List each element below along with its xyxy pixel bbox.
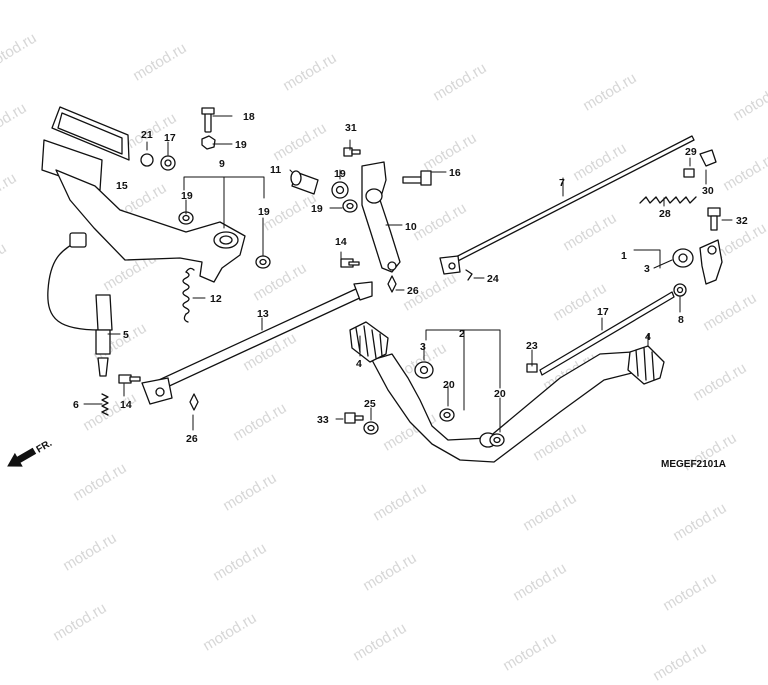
part-tie-rod-17 xyxy=(539,291,675,376)
part-bolt-32 xyxy=(707,207,721,231)
part-washer-20a xyxy=(439,408,455,422)
part-shift-pedal-2 xyxy=(371,351,637,463)
callout-26b: 26 xyxy=(186,433,198,445)
callout-14b: 14 xyxy=(335,236,347,248)
callout-24: 25 xyxy=(364,398,376,410)
callout-3b: 3 xyxy=(420,341,426,353)
callout-2: 2 xyxy=(459,328,465,340)
part-nut-22 xyxy=(201,135,216,150)
callout-labels: 18 19 21 17 9 19 19 15 12 5 6 14 13 26 1… xyxy=(73,111,748,445)
callout-13: 13 xyxy=(257,308,269,320)
part-bolt-14b xyxy=(340,258,360,268)
part-pin-26a xyxy=(387,275,397,293)
callout-15: 15 xyxy=(116,180,128,192)
part-washer-19c xyxy=(331,181,349,199)
callout-16: 17 xyxy=(164,132,176,144)
watermark-text: motod.ru xyxy=(500,629,560,675)
callout-4a: 4 xyxy=(356,358,362,370)
callout-6: 6 xyxy=(73,399,79,411)
callout-26a: 26 xyxy=(407,285,419,297)
part-clip-25 xyxy=(465,269,473,281)
callout-28: 28 xyxy=(659,208,671,220)
watermark-text: motod.ru xyxy=(650,639,710,685)
part-pin-12 xyxy=(290,170,319,195)
callout-25: 24 xyxy=(487,273,499,285)
callout-11: 12 xyxy=(210,293,222,305)
callout-19c: 19 xyxy=(334,168,346,180)
callout-4b: 4 xyxy=(645,331,651,343)
part-nut-30 xyxy=(699,149,717,167)
part-washer-16 xyxy=(160,155,176,171)
part-peg-rubber-4a xyxy=(349,321,389,363)
callout-9: 9 xyxy=(219,158,225,170)
part-spring-11 xyxy=(182,267,195,323)
part-joint-3b xyxy=(414,361,434,379)
part-spring-28 xyxy=(639,196,697,204)
callout-20a: 20 xyxy=(443,379,455,391)
part-spring-6 xyxy=(101,393,109,416)
part-rod-7 xyxy=(439,135,695,275)
part-washer-20b xyxy=(489,433,505,447)
part-bolt-33 xyxy=(344,412,364,424)
callout-19b: 19 xyxy=(258,206,270,218)
callout-5: 5 xyxy=(123,329,129,341)
callout-3a: 3 xyxy=(644,263,650,275)
part-bolt-14a xyxy=(118,374,141,384)
callout-18: 16 xyxy=(449,167,461,179)
part-bolt-18 xyxy=(402,170,432,186)
part-bolt-31 xyxy=(343,147,361,157)
callout-14a: 14 xyxy=(120,399,132,411)
callout-10: 10 xyxy=(405,221,417,233)
part-bolt-21 xyxy=(201,107,215,133)
callout-27: 21 xyxy=(141,129,153,141)
part-stop-switch-5 xyxy=(47,232,113,377)
callout-29: 29 xyxy=(685,146,697,158)
callout-30: 30 xyxy=(702,185,714,197)
part-nut-29 xyxy=(683,168,695,178)
part-pin-27 xyxy=(140,153,154,167)
parts-diagram: 18 19 21 17 9 19 19 15 12 5 6 14 13 26 1… xyxy=(7,106,748,467)
callout-32: 32 xyxy=(736,215,748,227)
watermark-text: motod.ru xyxy=(50,599,110,645)
callout-8: 8 xyxy=(678,314,684,326)
callout-20b: 20 xyxy=(494,388,506,400)
callout-31: 31 xyxy=(345,122,357,134)
front-direction-arrow: FR. xyxy=(7,438,55,467)
leader-lines xyxy=(83,115,733,433)
callout-12: 11 xyxy=(270,164,281,176)
part-brake-pedal-pad xyxy=(41,106,130,191)
part-brake-pedal-arm xyxy=(55,169,246,283)
part-peg-rubber-4b xyxy=(627,345,665,385)
callout-22: 19 xyxy=(235,139,247,151)
callout-19a: 19 xyxy=(181,190,193,202)
watermark-text: motod.ru xyxy=(200,609,260,655)
callout-23: 23 xyxy=(526,340,538,352)
part-joint-3a xyxy=(672,248,694,268)
part-pin-26b xyxy=(189,393,199,411)
callout-19d: 19 xyxy=(311,203,323,215)
callout-21: 18 xyxy=(243,111,255,123)
part-brake-rod-13 xyxy=(141,281,373,405)
part-washer-24 xyxy=(363,421,379,435)
part-washer-8 xyxy=(673,283,687,297)
diagram-code: MEGEF2101A xyxy=(661,459,727,470)
part-shift-arm-1 xyxy=(699,239,723,285)
watermark-text: motod.ru xyxy=(660,569,720,615)
part-washer-19d xyxy=(342,199,358,213)
part-rocker-arm-10 xyxy=(361,161,401,273)
front-direction-label: FR. xyxy=(35,438,55,456)
callout-33: 33 xyxy=(317,414,329,426)
part-washer-19b xyxy=(255,255,271,269)
callout-1: 1 xyxy=(621,250,627,262)
callout-7: 7 xyxy=(559,177,565,189)
watermark-text: motod.ru xyxy=(350,619,410,665)
callout-17: 17 xyxy=(597,306,609,318)
